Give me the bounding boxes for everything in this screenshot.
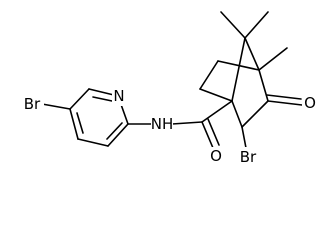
bond-c2-c3 xyxy=(241,100,269,128)
molecule-drawing: Br N NH O Br O xyxy=(23,11,316,166)
bond-c3-o-ketone xyxy=(267,100,303,106)
bond-c2-c1 xyxy=(107,123,129,147)
bond-ccarbonyl-c1 xyxy=(201,100,233,123)
bond-n-c6-inner xyxy=(92,96,113,102)
bond-c3-c4 xyxy=(258,69,269,102)
atom-o-ketone: O xyxy=(304,94,316,112)
atom-o-amide: O xyxy=(210,147,222,165)
bond-c1-c2 xyxy=(231,100,243,128)
bond-c4-c3 xyxy=(69,108,79,140)
bond-c2-br xyxy=(241,126,247,149)
bond-c4-c5 xyxy=(217,60,260,71)
bond-c7-methyl-b xyxy=(244,11,269,39)
bond-c7-c4 xyxy=(244,37,260,71)
atom-nh-amide: NH xyxy=(151,115,174,133)
bond-c5-c6 xyxy=(199,60,219,90)
bond-ccarbonyl-o xyxy=(201,121,214,149)
pyridine-ring xyxy=(69,88,129,147)
bond-c5-c4 xyxy=(69,88,90,110)
bond-c6-c1 xyxy=(199,88,233,102)
atom-n-pyridine: N xyxy=(113,87,124,105)
atom-br-alpha: Br xyxy=(240,148,257,166)
bond-nh-ccarbonyl xyxy=(171,121,203,125)
bond-c3-o-ketone-double xyxy=(266,94,302,100)
atom-br-pyridine: Br xyxy=(24,95,41,113)
bond-c5-br xyxy=(41,103,71,110)
bond-c7-methyl-a xyxy=(220,11,246,39)
bond-c3-c2 xyxy=(77,138,109,147)
chemical-structure-diagram: Br N NH O Br O xyxy=(23,11,316,166)
bond-ccarbonyl-o-double xyxy=(207,118,220,146)
bicyclic-core xyxy=(199,11,288,128)
bond-c1-c7 xyxy=(231,37,246,102)
bond-c4-methyl xyxy=(258,47,288,71)
bond-c4-c3-inner xyxy=(76,112,84,134)
bond-c2-c1-inner xyxy=(106,122,123,140)
